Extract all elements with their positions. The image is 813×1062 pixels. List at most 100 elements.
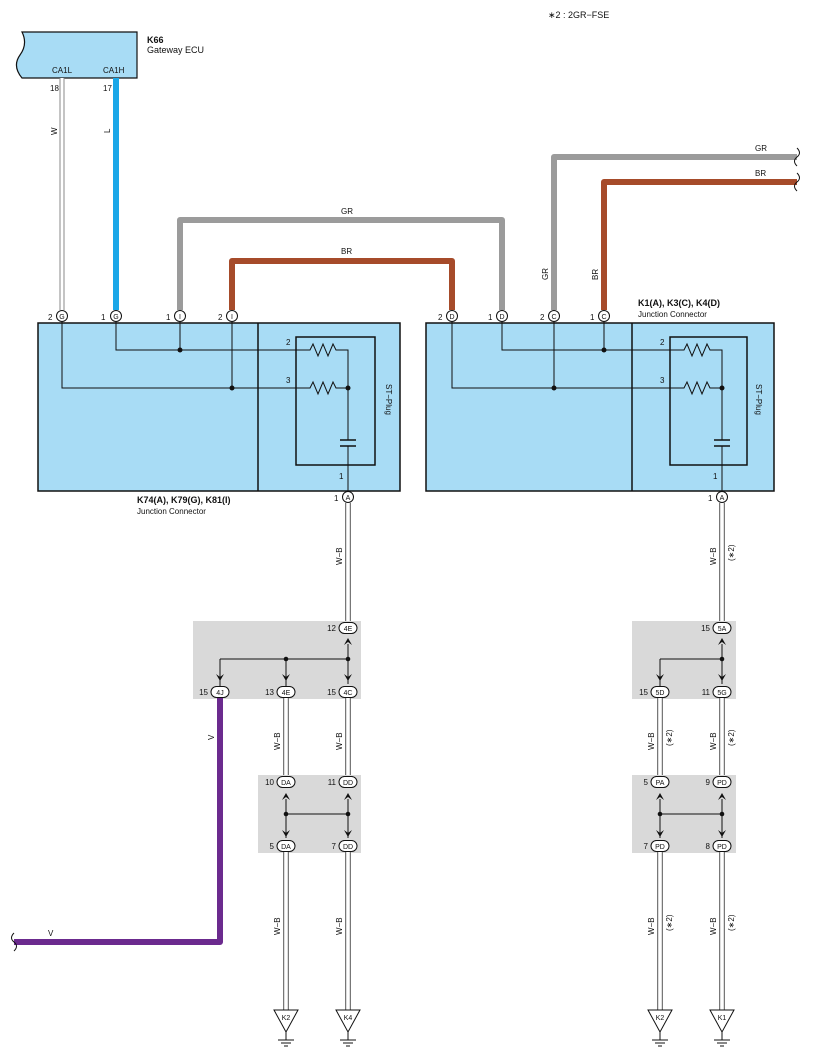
wb-label: W−B [335, 917, 344, 935]
arrow-down-icon [718, 674, 726, 681]
star2-label: (∗2) [727, 544, 736, 561]
star2-label: (∗2) [727, 914, 736, 931]
left-pin-letter: G [113, 314, 118, 321]
arrow-down-icon [656, 830, 664, 837]
left-pin-letter: G [59, 314, 64, 321]
wire-br-label: BR [341, 247, 352, 256]
right-jb2-bottom-no: 8 [706, 842, 711, 851]
left-st-plug-label: ST−Plug [384, 384, 393, 415]
junction-dot [345, 811, 351, 817]
left-jb2-top-conn: DA [281, 780, 291, 787]
left-jb2-top [338, 776, 358, 788]
ground-triangle [709, 1009, 735, 1034]
arrow-down-icon [344, 674, 352, 681]
star2-label: (∗2) [727, 729, 736, 746]
right-jb1-bottom-no: 15 [639, 688, 648, 697]
wire-v: V V [11, 698, 223, 952]
left-jb1-bottom-conn: 4C [344, 690, 353, 697]
right-jc-subtitle: Junction Connector [638, 310, 707, 319]
gateway-ecu: K66 Gateway ECU CA1L CA1H 18 17 [15, 31, 204, 93]
left-jb1-bottom [210, 686, 230, 698]
left-jc-subtitle: Junction Connector [137, 507, 206, 516]
gateway-code: K66 [147, 35, 164, 45]
arrow-up-icon [718, 638, 726, 645]
arrow-down-icon [282, 830, 290, 837]
wb-label: W−B [335, 732, 344, 750]
left-out-pin-letter: A [346, 495, 351, 502]
right-pin-letter: C [551, 314, 556, 321]
wire-br-right-label: BR [755, 169, 766, 178]
right-pin-letter: D [449, 314, 454, 321]
right-jb2-top-no: 5 [644, 778, 649, 787]
arrow-up-icon [718, 793, 726, 800]
left-res-pin-2: 2 [286, 338, 291, 347]
junction-dot [719, 811, 725, 817]
gateway-pin-ca1h: CA1H [103, 66, 125, 75]
right-jb1-bottom-conn: 5G [717, 690, 726, 697]
left-out-pin-no: 1 [334, 494, 339, 503]
arrow-down-icon [718, 830, 726, 837]
right-res-pin-2: 2 [660, 338, 665, 347]
right-jb2-top [650, 776, 670, 788]
right-jb2-top-conn: PD [717, 780, 727, 787]
wb-label: W−B [335, 547, 344, 565]
right-st-plug-label: ST−Plug [754, 384, 763, 415]
right-pin-no: 2 [540, 313, 545, 322]
right-jb1-top-conn: 5A [718, 626, 727, 633]
left-jb1-bottom [338, 686, 358, 698]
left-jb1-bottom-no: 13 [265, 688, 274, 697]
wb-label: W−B [647, 917, 656, 935]
wire-gr-loop: GR [177, 207, 505, 310]
left-pin-no: 2 [218, 313, 223, 322]
left-jb1-bottom-no: 15 [327, 688, 336, 697]
arrow-up-icon [344, 638, 352, 645]
left-jb1-bottom-no: 15 [199, 688, 208, 697]
wb-label: W−B [273, 732, 282, 750]
wb-label: W−B [709, 917, 718, 935]
left-jb2-bottom-conn: DD [343, 844, 353, 851]
right-jb2-bottom-conn: PD [717, 844, 727, 851]
left-junction-connector: ST−Plug 2 3 1 2 G 1 G 1 I 2 I 1 [37, 310, 401, 516]
right-jb2-bottom-conn: PD [655, 844, 665, 851]
right-junction-connector: ST−Plug 2 3 1 2 D 1 D 2 C 1 C 1 A K1(A), [425, 298, 775, 503]
star2-label: (∗2) [665, 914, 674, 931]
right-jc-title: K1(A), K3(C), K4(D) [638, 298, 720, 308]
left-jb2-bottom-no: 5 [270, 842, 275, 851]
right-jb2-top [712, 776, 732, 788]
left-jb1-bottom-conn: 4E [282, 690, 291, 697]
left-jb1-top-conn: 4E [344, 626, 353, 633]
right-jb1-top [712, 622, 732, 634]
right-pin-letter: D [499, 314, 504, 321]
right-jb2-top-conn: PA [656, 780, 665, 787]
ground-triangle [273, 1009, 299, 1034]
right-pin-no: 1 [590, 313, 595, 322]
right-jb2-top-no: 9 [706, 778, 711, 787]
left-jb2-bottom [276, 840, 296, 852]
wire-gr-label: GR [341, 207, 353, 216]
star2-label: (∗2) [665, 729, 674, 746]
arrow-up-icon [344, 793, 352, 800]
right-jb2-bottom [712, 840, 732, 852]
right-out-pin-letter: A [720, 495, 725, 502]
wb-label: W−B [709, 547, 718, 565]
left-pin-no: 1 [101, 313, 106, 322]
left-jb2-top-conn: DD [343, 780, 353, 787]
ground-triangle [647, 1009, 673, 1034]
left-jb2-top-no: 10 [265, 778, 274, 787]
wb-label: W−B [273, 917, 282, 935]
right-pin-no: 2 [438, 313, 443, 322]
arrow-down-icon [216, 674, 224, 681]
left-res-pin-3: 3 [286, 376, 291, 385]
wire-v-bottom-label: V [48, 929, 54, 938]
left-jb2-bottom-no: 7 [332, 842, 337, 851]
right-pin-letter: C [601, 314, 606, 321]
left-jb1-bottom-conn: 4J [216, 690, 223, 697]
right-out-pin-no: 1 [708, 494, 713, 503]
arrow-down-icon [282, 674, 290, 681]
arrow-down-icon [344, 830, 352, 837]
wire-gr-vert-label: GR [541, 268, 550, 280]
wire-w-label: W [50, 127, 59, 135]
wb-label: W−B [647, 732, 656, 750]
